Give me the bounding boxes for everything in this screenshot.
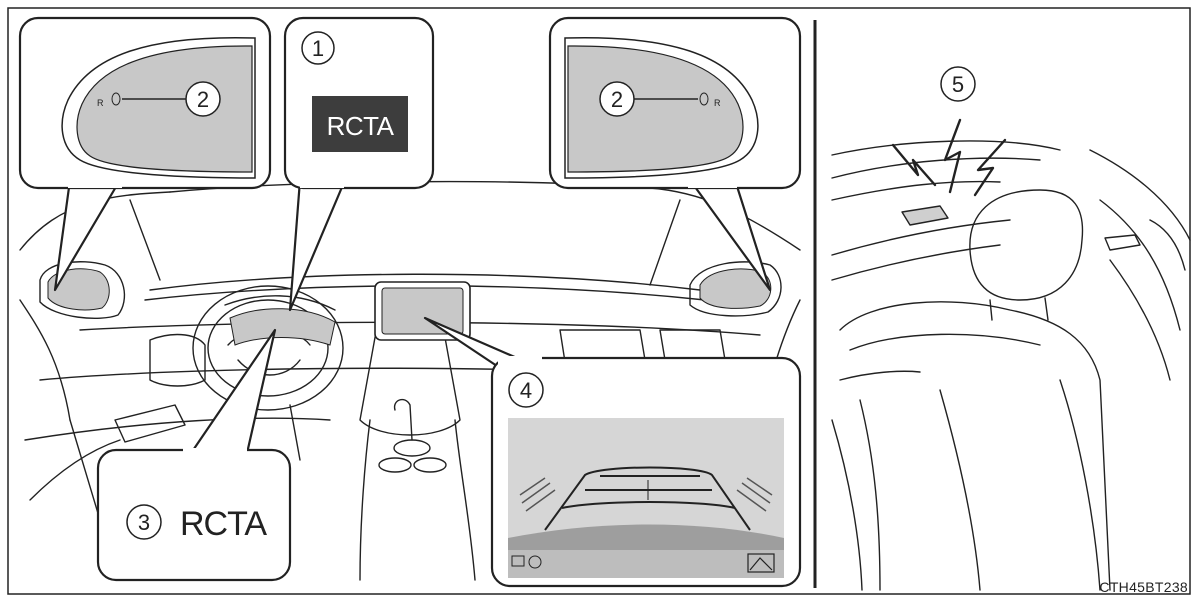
svg-text:R: R <box>97 98 104 108</box>
callout-2-left-number: 2 <box>197 87 209 112</box>
rcta-cluster-text: RCTA <box>180 505 267 543</box>
callout-2-right-number: 2 <box>611 87 623 112</box>
callout-1-number: 1 <box>312 36 324 61</box>
left-mirror-zoom-glass <box>76 45 253 173</box>
callout-5-number: 5 <box>952 72 964 97</box>
rcta-warning-left-icon <box>519 477 556 512</box>
rear-interior-illustration <box>831 140 1191 591</box>
callout-3-marker <box>126 504 162 540</box>
callout-4-marker <box>508 372 544 408</box>
callout-3-pointer <box>184 328 277 463</box>
figure-reference-code: CTH45BT238 <box>1099 579 1188 595</box>
camera-mode-icon <box>511 555 542 569</box>
right-mirror-glass <box>699 268 772 309</box>
callout-2-left-marker <box>185 81 221 117</box>
rcta-indicator-box <box>312 96 408 152</box>
rear-camera-status-bar <box>508 550 784 578</box>
callout-2-left-pointer <box>53 179 121 292</box>
gauge-cluster <box>229 308 336 346</box>
callout-2-right-marker <box>599 81 635 117</box>
rcta-warning-right-icon <box>736 477 773 512</box>
svg-text:R: R <box>714 98 721 108</box>
callout-1-marker <box>301 31 335 65</box>
bsm-indicator-right-icon: R <box>699 92 721 108</box>
callout-4-pointer <box>423 316 541 370</box>
rcta-indicator-text: RCTA <box>327 111 395 141</box>
callout-3-number: 3 <box>138 510 150 535</box>
bsm-indicator-left-icon: R <box>97 92 121 108</box>
radar-wave-icon <box>891 118 1007 197</box>
right-mirror-zoom-glass <box>567 45 744 173</box>
callout-5-marker <box>940 66 976 102</box>
left-mirror-glass <box>47 268 110 311</box>
parking-guide-lines <box>544 466 751 531</box>
camera-view-icon <box>747 553 775 573</box>
callout-1-pointer <box>288 179 347 312</box>
multimedia-screen-display <box>381 287 464 335</box>
callout-2-right-pointer <box>689 179 772 292</box>
callout-4-number: 4 <box>520 378 532 403</box>
